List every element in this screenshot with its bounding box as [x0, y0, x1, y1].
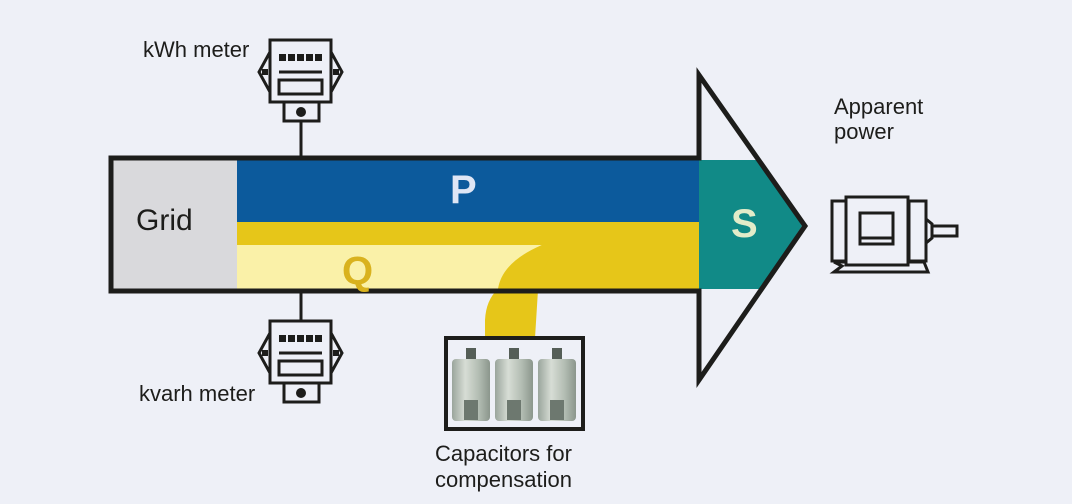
- capacitor-3: [538, 348, 576, 421]
- active-power-band: [237, 160, 699, 222]
- capacitors-label-line2: compensation: [435, 467, 572, 492]
- power-arrow-outline: [108, 67, 809, 389]
- apparent-power-region: [697, 160, 802, 289]
- motor-icon: [829, 195, 959, 274]
- apparent-power-label-line2: power: [834, 119, 894, 144]
- compensated-reactive-region: [237, 245, 542, 289]
- kvarh-meter-icon: [257, 291, 344, 404]
- active-power-label: P: [450, 168, 477, 212]
- capacitors-label-line1: Capacitors for: [435, 441, 572, 466]
- capacitor-1: [452, 348, 490, 421]
- grid-label: Grid: [136, 204, 193, 237]
- reactive-power-label: Q: [342, 249, 374, 293]
- capacitor-2: [495, 348, 533, 421]
- capacitor-bank-icon: [444, 336, 585, 431]
- kwh-meter-label: kWh meter: [143, 37, 250, 62]
- kvarh-meter-label: kvarh meter: [139, 381, 256, 406]
- apparent-power-label-line1: Apparent: [834, 94, 924, 119]
- apparent-power-symbol: S: [731, 202, 758, 246]
- kwh-meter-icon: [257, 38, 344, 158]
- grid-block: [113, 160, 239, 289]
